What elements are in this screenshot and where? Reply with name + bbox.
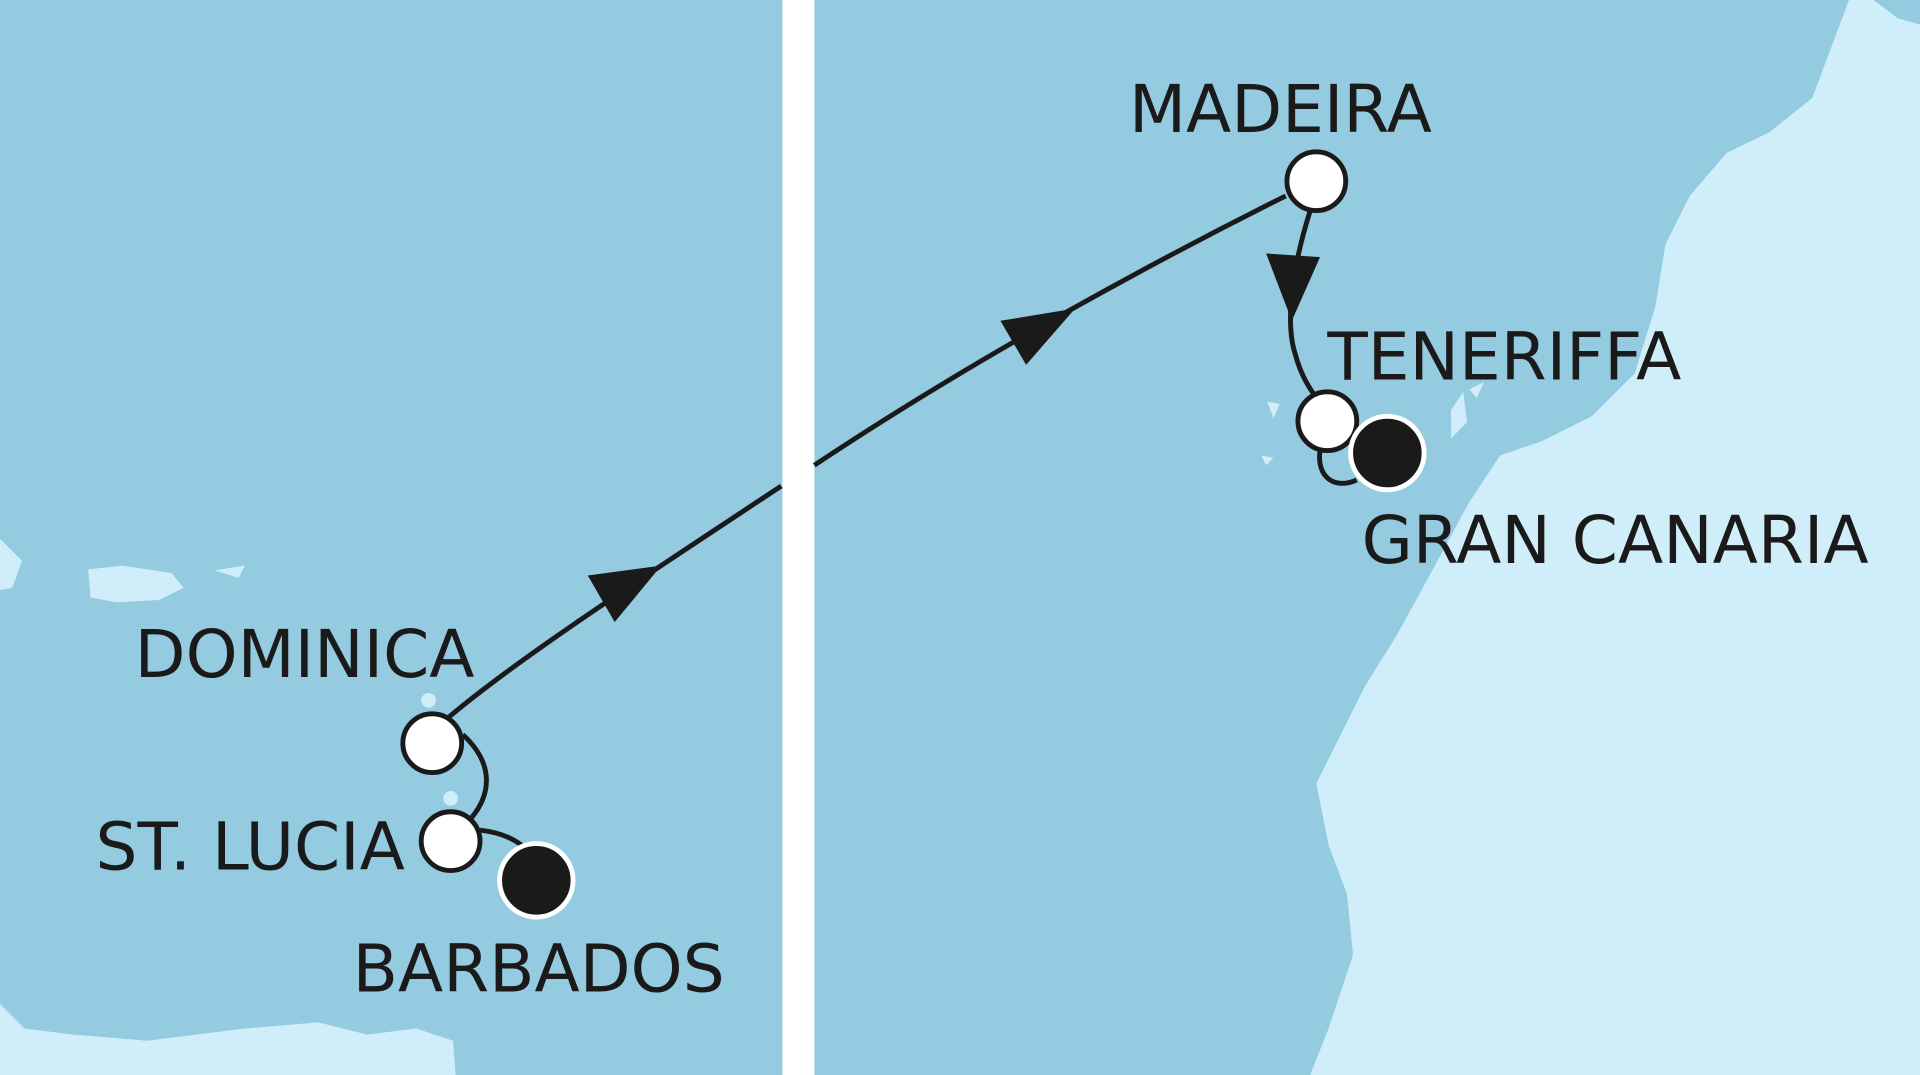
label-gran-canaria: GRAN CANARIA (1362, 502, 1869, 579)
port-marker-teneriffa[interactable] (1295, 389, 1360, 454)
arrow-icon (1000, 308, 1076, 365)
port-marker-gran-canaria[interactable] (1348, 413, 1427, 493)
arrow-icon (587, 565, 662, 622)
route-madeira-teneriffa (1288, 209, 1316, 396)
caribbean-land (0, 538, 458, 1075)
port-marker-barbados[interactable] (497, 841, 576, 920)
port-marker-madeira[interactable] (1284, 149, 1349, 214)
label-teneriffa: TENERIFFA (1326, 319, 1681, 396)
africa-land (1261, 0, 1920, 1075)
label-madeira: MADEIRA (1129, 71, 1432, 148)
port-marker-st-lucia[interactable] (418, 809, 483, 873)
panel-divider (782, 0, 815, 1075)
label-barbados: BARBADOS (353, 931, 725, 1008)
route-dominica-atlantic (445, 484, 783, 721)
route-teneriffa-gran-canaria (1317, 450, 1358, 486)
port-markers (400, 149, 1427, 920)
port-marker-dominica[interactable] (400, 711, 465, 776)
label-dominica: DOMINICA (135, 616, 475, 693)
route-dominica-st-lucia (461, 732, 489, 820)
direction-arrows (587, 253, 1320, 622)
arrow-icon (1266, 253, 1320, 321)
sea-left (0, 0, 783, 1075)
label-st-lucia: ST. LUCIA (96, 808, 405, 885)
